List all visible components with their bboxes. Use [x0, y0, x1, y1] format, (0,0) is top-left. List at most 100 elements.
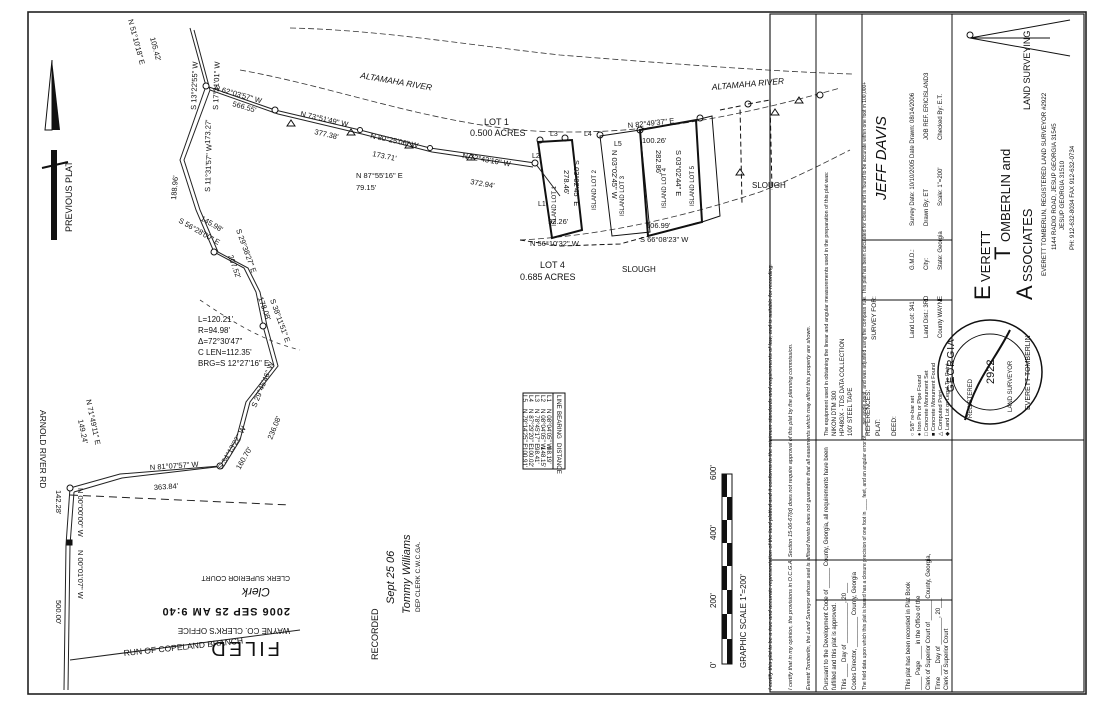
brg-n000: N 00°00'00" W	[76, 488, 85, 538]
river-label-1: ALTAMAHA RIVER	[359, 70, 433, 93]
lot1-acres: 0.500 ACRES	[470, 128, 526, 138]
dist-n4: 173.71'	[372, 149, 398, 163]
recorded-signature: Tommy Williams	[401, 534, 413, 614]
recorded-dep: DEP CLERK C.W.C.GA.	[415, 541, 422, 612]
river-shoreline	[199, 27, 853, 351]
brg-s-left: S 13°22'55" W	[189, 60, 200, 110]
recorded-label: RECORDED	[370, 608, 380, 660]
line-label-l2: L2	[532, 153, 540, 160]
river-label-2: ALTAMAHA RIVER	[710, 76, 784, 92]
cert-2: I certify that in my opinion, the provis…	[788, 344, 794, 690]
island-lots	[519, 99, 773, 247]
dist-nw1: 105.42'	[148, 36, 163, 62]
copeland-branch-line	[69, 629, 301, 661]
dev-code-2: fulfilled and this plat is approved.	[832, 603, 838, 690]
job-ref: JOB REF. ERICISLAND3	[924, 72, 930, 140]
slough-label-1: SLOUGH	[752, 181, 786, 190]
title-block: Pursuant to the Development Code of ____…	[770, 14, 1084, 692]
ref-deed: DEED:	[891, 416, 898, 436]
seal-bottom: LAND SURVEYOR	[1008, 360, 1014, 412]
line-table-row-5-brg: N 79°14'25" E	[521, 409, 528, 448]
island-lot-4: ISLAND LOT 4	[662, 167, 668, 208]
brg-s-66: S 66°08'23" W	[640, 235, 689, 244]
legend-5: △ Computed Point	[938, 390, 944, 436]
equipment-4: 100' STEEL TAPE	[848, 388, 854, 436]
ref-heading: REFERENCES:	[865, 390, 872, 436]
brg-s-left2: S 17°31'01" W	[211, 60, 222, 110]
brg-nw1: N 51°10'18" E	[126, 18, 147, 65]
curve-brg: BRG=S 12°27'16" E	[198, 359, 269, 368]
county: County WAYNE	[938, 296, 944, 338]
north-arrow-icon	[41, 59, 69, 240]
city: City:	[924, 258, 930, 270]
survey-for-label: SURVEY FOR:	[871, 296, 878, 340]
curve-r: R=94.98'	[198, 326, 230, 335]
monument-points	[66, 82, 824, 546]
dist-n5: 372.94'	[470, 177, 496, 190]
dist-100-26: 100.26'	[642, 136, 667, 145]
company-address: 1144 RADIO ROAD, JESUP GEORGIA 31545	[1051, 123, 1058, 250]
dev-code-4: Codes Director, _________ County, Georgi…	[852, 571, 858, 690]
brg-s-left3: S 11°31'57" W	[203, 143, 214, 192]
equipment-1: The equipment used in obtaining the line…	[824, 172, 830, 436]
record-4: Time ___ Day of ________, 20___	[936, 597, 942, 690]
transit-tripod-icon	[966, 19, 1071, 57]
island-lot-1: ISLAND LOT 1	[552, 185, 558, 226]
company-phone: PH: 912-632-8034 FAX 912-632-0734	[1069, 145, 1076, 250]
line-label-l5: L5	[614, 141, 622, 148]
brg-n3: N 73°51'49" W	[300, 109, 350, 129]
line-table-header-bearing: BEARING	[555, 411, 562, 439]
dist-n6: 79.15'	[356, 183, 377, 192]
dist-149: 149.24'	[76, 419, 90, 445]
bearing-labels: N 51°10'18" E 105.42' N 62°03'57" W 566.…	[54, 18, 689, 625]
dist-500: 500.00'	[54, 600, 63, 625]
filed-title: FILED	[208, 637, 280, 659]
legend-1: ○ 5/8" re-bar set	[910, 395, 916, 436]
dist-142: 142.28'	[54, 490, 63, 515]
land-dist: Land Dist.: 3RD	[924, 295, 930, 338]
lot1-title: LOT 1	[484, 117, 509, 127]
dist-188: 188.96'	[169, 175, 180, 201]
recorded-date: Sept 25 06	[385, 550, 397, 604]
brg-s-lot3: S 03°02'44" E	[674, 150, 683, 196]
land-lot: Land Lot: 341	[910, 301, 916, 338]
curve-l: L=120.21'	[198, 315, 234, 324]
recorded-block: RECORDED Sept 25 06 Tommy Williams DEP C…	[370, 534, 422, 660]
brg-s-lot1: S 03°02'45" E	[572, 160, 581, 206]
company-city: JESUP GEORGIA 31510	[1059, 160, 1066, 230]
survey-for-name: JEFF DAVIS	[873, 116, 890, 201]
dist-160: 160.70'	[234, 445, 254, 471]
equipment-2: NIKON DTM 300	[832, 390, 838, 436]
line-table-row-1-dist: 98.19'	[545, 447, 552, 464]
dist-207: 207.52'	[226, 254, 243, 281]
certifications: I certify this plat to be a true and acc…	[768, 264, 812, 690]
curve-clen: C LEN=112.35'	[198, 348, 252, 357]
line-table-row-4-dist: 100.02'	[527, 447, 534, 467]
line-table-row-4: L4	[527, 395, 534, 402]
brg-s-56: N 56°10'32" W	[530, 239, 580, 248]
filed-stamp: FILED WAYNE CO. CLERK'S OFFICE 2006 SEP …	[162, 574, 290, 659]
brg-n6: N 87°55'16" E	[356, 171, 403, 180]
line-table: LINE BEARING DISTANCE L1 N 08°04'05" W 9…	[521, 392, 566, 474]
line-table-row-2: L2	[539, 395, 546, 402]
company-registration: EVERETT TOMBERLIN, REGISTERED LAND SURVE…	[1041, 92, 1048, 276]
lot4-acres: 0.685 ACRES	[520, 272, 576, 282]
filed-court: CLERK SUPERIOR COURT	[201, 574, 290, 581]
seal-top: GEORGIA	[946, 338, 957, 392]
line-label-l4: L4	[584, 131, 592, 138]
previous-plat-label: PREVIOUS PLAT	[64, 161, 74, 232]
graphic-scale: 0' 200' 400' 600' GRAPHIC SCALE 1"=200'	[709, 465, 748, 668]
island-lot-2: ISLAND LOT 2	[592, 169, 598, 210]
dev-code-3: This ____ Day of ____________, 20___	[842, 582, 848, 690]
dist-282: 282.86'	[654, 150, 663, 175]
line-table-row-1: L1	[545, 395, 552, 402]
field-data: The field data upon which this plat is b…	[862, 82, 868, 690]
line-table-row-4-brg: N 87°29'20" E	[527, 409, 534, 448]
checked-by: Checked By: E.T.	[938, 94, 944, 140]
brg-n00107: N 00°01'07" W	[76, 550, 85, 600]
record-3: Clerk of Superior Court of ______ County…	[926, 553, 932, 690]
road-name: ARNOLD RIVER RD	[38, 410, 48, 488]
company-ssociates: SSOCIATES	[1020, 208, 1035, 282]
curve-data: L=120.21' R=94.98' Δ=72°30'47" C LEN=112…	[198, 315, 269, 368]
